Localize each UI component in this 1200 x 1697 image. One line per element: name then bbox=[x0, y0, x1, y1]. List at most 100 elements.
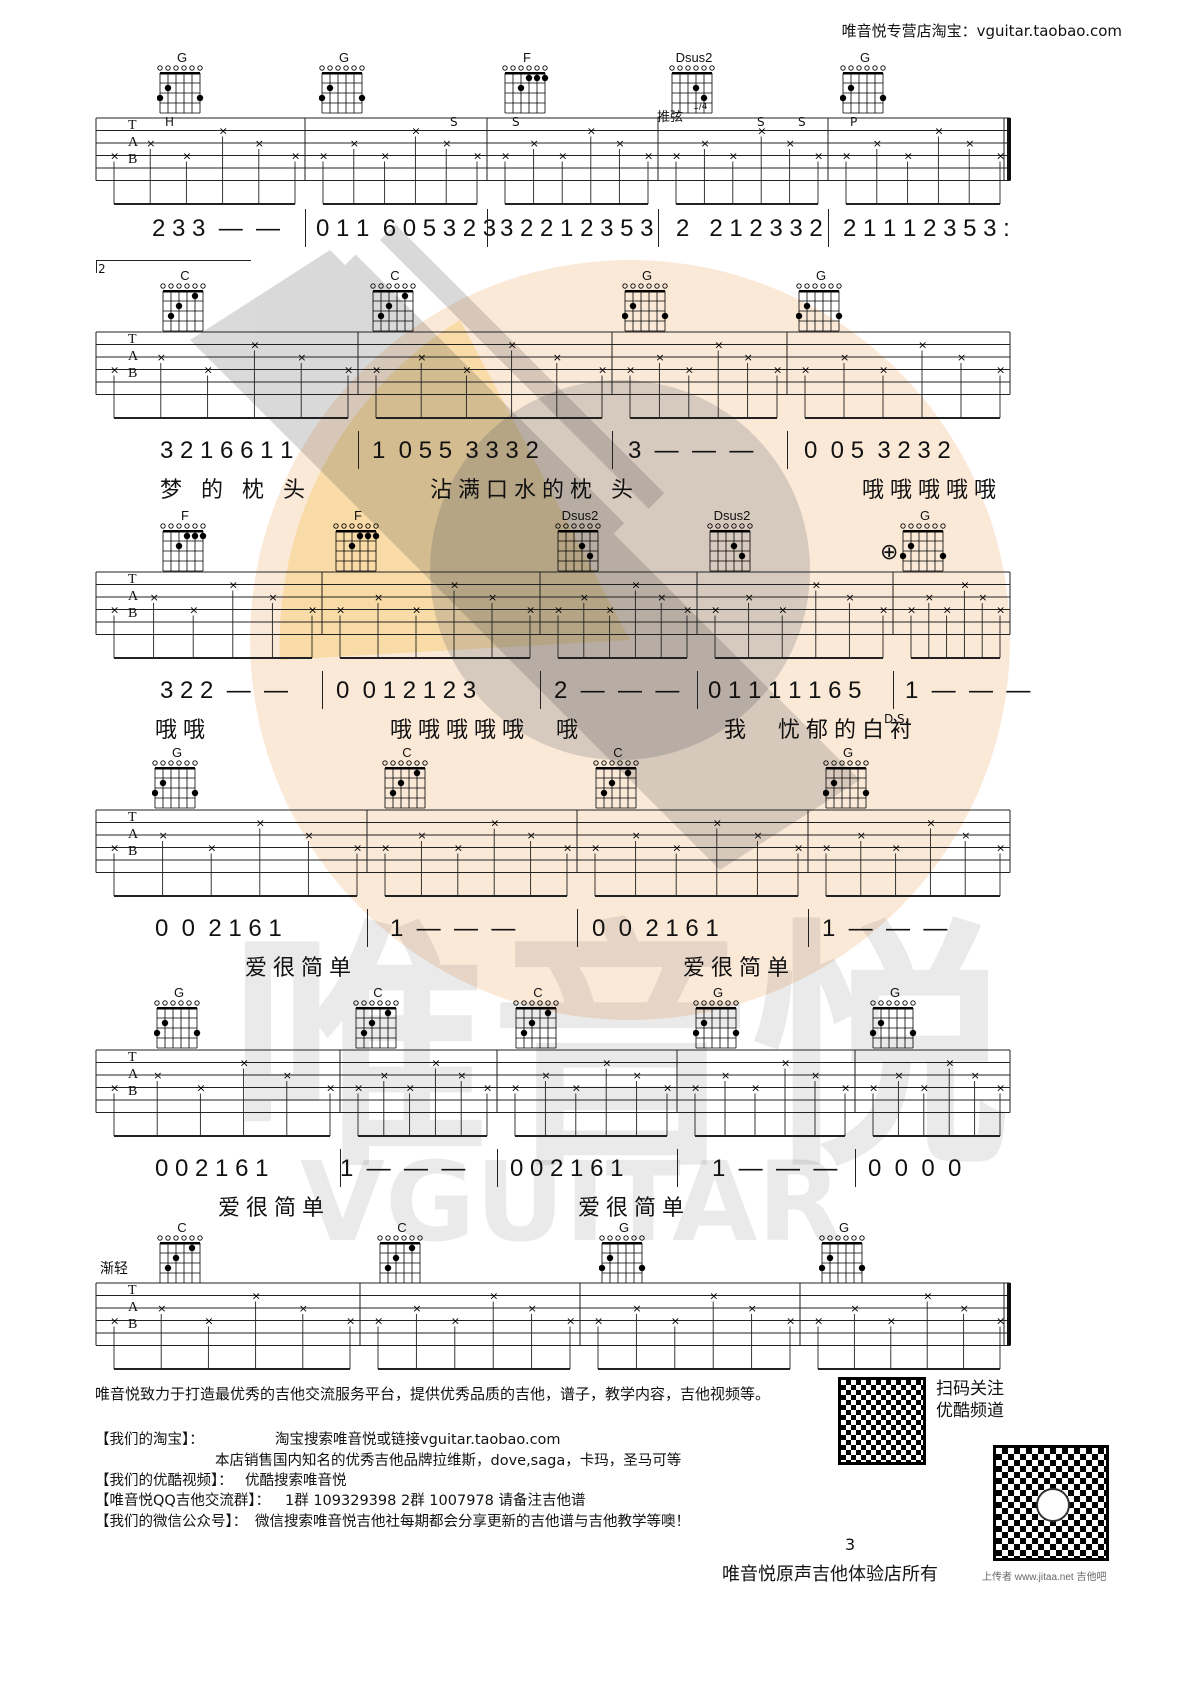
svg-text:×: × bbox=[511, 1082, 520, 1095]
jianpu-measure: 2 3 3 — — bbox=[152, 215, 281, 242]
svg-text:×: × bbox=[372, 364, 381, 377]
svg-text:×: × bbox=[488, 591, 497, 604]
chord-diagram: G bbox=[835, 50, 895, 119]
svg-text:×: × bbox=[110, 842, 119, 855]
tab-clef-letter: A bbox=[128, 1300, 139, 1315]
uploader-credit: 上传者 www.jitaa.net 吉他吧 bbox=[982, 1572, 1107, 1583]
svg-text:×: × bbox=[685, 364, 694, 377]
slide-mark: S bbox=[512, 115, 520, 129]
svg-text:×: × bbox=[457, 1069, 466, 1082]
svg-text:×: × bbox=[907, 604, 916, 617]
svg-text:×: × bbox=[110, 1082, 119, 1095]
svg-text:×: × bbox=[240, 1057, 249, 1070]
svg-text:×: × bbox=[336, 604, 345, 617]
chord-diagram: G bbox=[791, 268, 851, 337]
slide-mark: S bbox=[798, 115, 806, 129]
svg-text:×: × bbox=[602, 1057, 611, 1070]
svg-text:×: × bbox=[219, 125, 228, 138]
svg-text:×: × bbox=[256, 817, 265, 830]
chord-diagram: G bbox=[149, 985, 209, 1054]
footer-intro: 唯音悦致力于打造最优秀的吉他交流服务平台，提供优秀品质的吉他，谱子，教学内容，吉… bbox=[95, 1385, 771, 1403]
svg-text:×: × bbox=[381, 842, 390, 855]
svg-text:×: × bbox=[822, 842, 831, 855]
lyric-line: 爱很简单 bbox=[245, 956, 358, 981]
jianpu-measure: 0 0 2 1 6 1 bbox=[592, 915, 719, 942]
jianpu-barline bbox=[612, 431, 613, 469]
tab-clef-letter: T bbox=[128, 810, 137, 825]
chord-name: C bbox=[373, 985, 383, 1000]
svg-text:×: × bbox=[811, 1069, 820, 1082]
chord-diagram-grid bbox=[622, 283, 669, 332]
svg-text:×: × bbox=[374, 591, 383, 604]
svg-text:×: × bbox=[450, 579, 459, 592]
chord-name: G bbox=[173, 985, 185, 1000]
chord-diagram-grid bbox=[900, 523, 947, 572]
chord-name: Dsus2 bbox=[675, 50, 713, 65]
chord-name: C bbox=[402, 745, 412, 760]
jianpu-barline bbox=[322, 671, 323, 709]
chord-diagram: C bbox=[152, 1220, 212, 1289]
svg-text:×: × bbox=[380, 1069, 389, 1082]
jianpu-measure: 1 — — — bbox=[712, 1155, 838, 1182]
chord-diagram-grid bbox=[157, 1235, 203, 1284]
tab-clef-letter: T bbox=[128, 572, 137, 587]
lyric-line: 哦哦哦哦哦 bbox=[862, 478, 1003, 503]
svg-text:×: × bbox=[892, 842, 901, 855]
svg-text:×: × bbox=[283, 1069, 292, 1082]
tab-staff: ×××××××××××××××××××××××××××××× bbox=[95, 117, 1011, 205]
svg-text:×: × bbox=[721, 1069, 730, 1082]
tab-clef-letter: B bbox=[128, 1317, 138, 1332]
svg-text:×: × bbox=[918, 339, 927, 352]
svg-text:×: × bbox=[850, 1302, 859, 1315]
svg-text:×: × bbox=[672, 150, 681, 163]
svg-text:×: × bbox=[527, 829, 536, 842]
chord-name: C bbox=[180, 268, 190, 283]
svg-text:×: × bbox=[713, 817, 722, 830]
chord-name: G bbox=[842, 745, 854, 760]
svg-text:×: × bbox=[781, 1057, 790, 1070]
svg-text:×: × bbox=[558, 150, 567, 163]
chord-diagram-grid bbox=[353, 1000, 399, 1049]
chord-diagram: C bbox=[508, 985, 568, 1054]
jianpu-barline bbox=[497, 1149, 498, 1187]
tab-clef-letter: A bbox=[128, 1067, 139, 1082]
brand-logo-icon bbox=[1036, 1488, 1070, 1522]
chord-diagram: G bbox=[314, 50, 374, 119]
svg-text:×: × bbox=[304, 829, 313, 842]
svg-text:×: × bbox=[714, 339, 723, 352]
svg-text:×: × bbox=[354, 1082, 363, 1095]
tab-staff: ×××××××××××××××××××××××× bbox=[95, 809, 1011, 897]
svg-text:×: × bbox=[473, 150, 482, 163]
chord-name: G bbox=[815, 268, 827, 283]
jianpu-measure: 3 2 2 1 2 3 5 3 bbox=[500, 215, 654, 242]
svg-text:×: × bbox=[182, 150, 191, 163]
jianpu-measure: 0 0 5 3 2 3 2 bbox=[804, 437, 951, 464]
chord-diagram: G bbox=[865, 985, 925, 1054]
svg-text:×: × bbox=[268, 591, 277, 604]
chord-diagram-grid bbox=[160, 523, 207, 572]
chord-diagram-grid bbox=[669, 65, 715, 114]
chord-diagram-grid bbox=[152, 760, 199, 809]
svg-text:×: × bbox=[683, 604, 692, 617]
svg-text:×: × bbox=[541, 1069, 550, 1082]
jianpu-measure: 0 0 2 1 6 1 bbox=[155, 1155, 269, 1182]
jianpu-measure: 1 — — — bbox=[905, 677, 1031, 704]
jianpu-measure: 3 2 2 — — bbox=[160, 677, 289, 704]
svg-text:×: × bbox=[157, 1302, 166, 1315]
jianpu-barline bbox=[487, 209, 488, 247]
chord-name: Dsus2 bbox=[713, 508, 751, 523]
svg-text:×: × bbox=[591, 842, 600, 855]
svg-text:×: × bbox=[157, 351, 166, 364]
svg-text:×: × bbox=[657, 591, 666, 604]
svg-text:×: × bbox=[501, 150, 510, 163]
svg-text:×: × bbox=[411, 125, 420, 138]
jianpu-measure: 0 1 1 1 1 1 6 5 bbox=[708, 677, 862, 704]
chord-diagram: G bbox=[818, 745, 878, 814]
svg-text:×: × bbox=[159, 829, 168, 842]
chord-name: G bbox=[889, 985, 901, 1000]
jianpu-barline bbox=[367, 909, 368, 947]
jianpu-barline bbox=[658, 209, 659, 247]
chord-name: C bbox=[533, 985, 543, 1000]
chord-diagram-grid bbox=[840, 65, 887, 114]
svg-text:×: × bbox=[299, 1302, 308, 1315]
